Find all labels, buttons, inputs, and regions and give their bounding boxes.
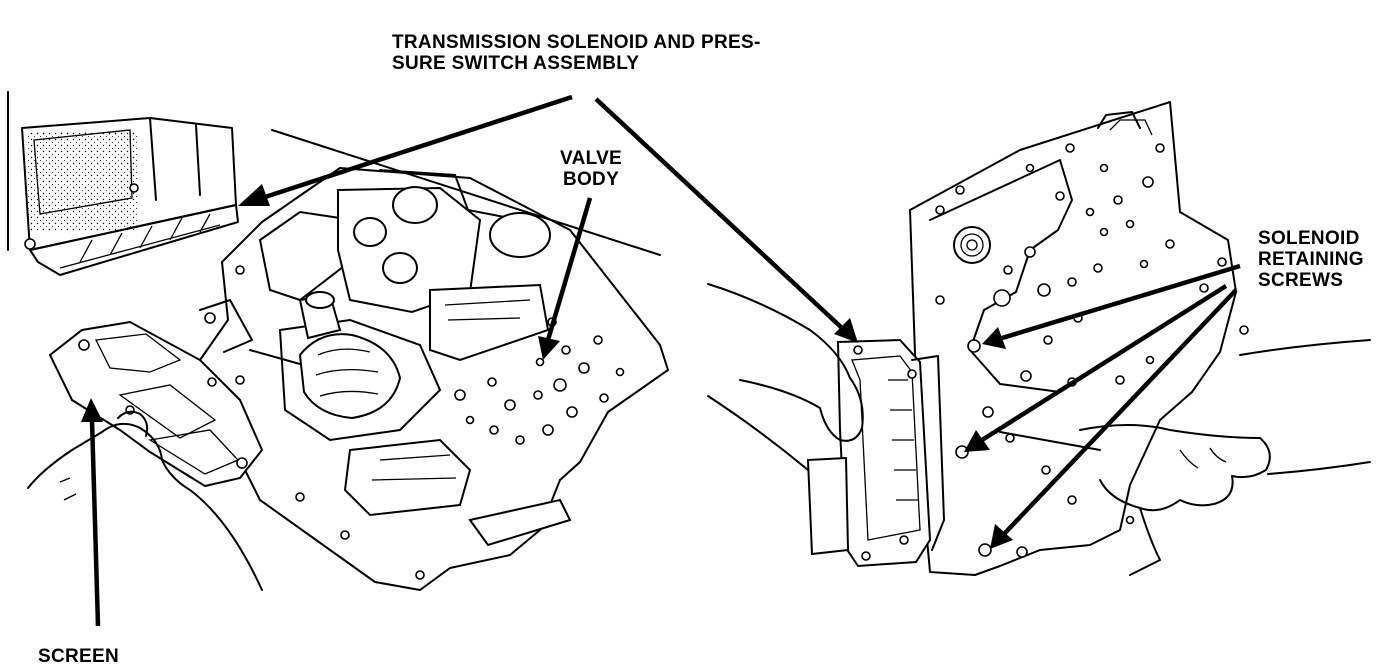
valve-body-leader-arrow (538, 197, 593, 360)
solenoid-screws-label-line1: SOLENOID (1258, 228, 1360, 249)
screen-label-line1: SCREEN (38, 646, 119, 667)
solenoid-screw-leader-arrow-2 (964, 284, 1228, 452)
transmission-solenoid-label-line2: SURE SWITCH ASSEMBLY (392, 53, 640, 74)
right-hands-illustration (707, 283, 1371, 576)
solenoid-screw-holes-illustration (955, 339, 1101, 557)
solenoid-assembly-illustration (48, 299, 301, 488)
solenoid-screws-label-line3: SCREWS (1258, 270, 1344, 291)
solenoid-screw-leader-arrow-3 (990, 288, 1238, 549)
transmission-case-illustration (7, 91, 237, 251)
valve-body-label-line1: VALVE (560, 148, 623, 169)
left-hand-illustration (27, 410, 263, 591)
transmission-assembly-leader-arrow (238, 94, 573, 206)
transmission-housing-illustration (909, 101, 1249, 576)
valve-body-label-line2: BODY (562, 169, 620, 190)
transmission-solenoid-label: TRANSMISSION SOLENOID AND PRES- SURE SWI… (392, 32, 761, 74)
leader-arrows (81, 94, 1241, 627)
solenoid-screws-label-line2: RETAINING (1258, 249, 1364, 270)
screen-label: SCREEN (38, 646, 119, 667)
transmission-solenoid-label-line1: TRANSMISSION SOLENOID AND PRES- (392, 32, 761, 53)
screen-leader-arrow (81, 398, 103, 627)
solenoid-removal-illustration (806, 338, 945, 568)
oil-pan-gasket-illustration (29, 204, 239, 276)
valve-body-label: VALVE BODY (560, 148, 622, 190)
valve-body-plate-illustration (199, 129, 669, 591)
solenoid-retaining-screws-label: SOLENOID RETAINING SCREWS (1258, 228, 1364, 291)
solenoid-screw-leader-arrow-1 (982, 263, 1241, 349)
transmission-assembly-right-leader-arrow (594, 97, 858, 343)
